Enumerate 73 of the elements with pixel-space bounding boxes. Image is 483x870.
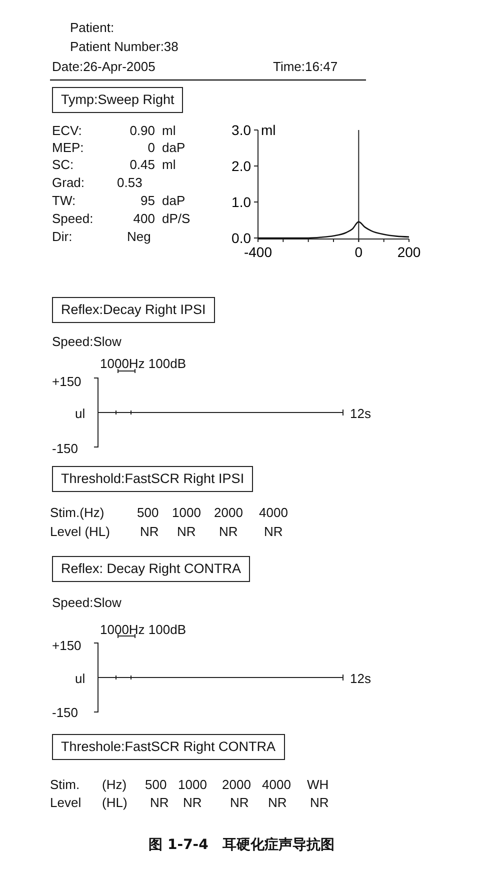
axis-label: +150 bbox=[52, 374, 82, 389]
table-value: NR bbox=[150, 795, 169, 810]
table-value: 1000 bbox=[172, 505, 201, 520]
table-value: 1000 bbox=[178, 777, 207, 792]
axis-label: +150 bbox=[52, 638, 82, 653]
axis-label: -150 bbox=[52, 705, 78, 720]
field-value: 0.45 bbox=[130, 157, 155, 172]
table-value: NR bbox=[264, 524, 283, 539]
axis-label: 12s bbox=[350, 671, 371, 686]
table-value: NR bbox=[177, 524, 196, 539]
axis-label: ul bbox=[75, 406, 86, 421]
field-label: MEP: bbox=[52, 140, 84, 155]
tick-label: 0 bbox=[354, 244, 363, 260]
tick-label: 0.0 bbox=[232, 230, 251, 246]
field-label: Patient Number:38 bbox=[70, 39, 178, 54]
row-header: (Hz) bbox=[102, 777, 127, 792]
table-value: NR bbox=[219, 524, 238, 539]
table-value: 4000 bbox=[262, 777, 291, 792]
field-label: Patient: bbox=[70, 20, 114, 35]
field-label: Grad: bbox=[52, 175, 85, 190]
stimulus-label: 1000Hz 100dB bbox=[100, 622, 186, 637]
field-value: 0.90 bbox=[130, 123, 155, 138]
row-header: Stim.(Hz) bbox=[50, 505, 104, 520]
section-header-box: Reflex: Decay Right CONTRA bbox=[52, 556, 250, 582]
axis-label: ul bbox=[75, 671, 86, 686]
unit-label: dP/S bbox=[162, 211, 190, 226]
table-value: WH bbox=[307, 777, 329, 792]
field-value: 400 bbox=[133, 211, 155, 226]
axis-label: 12s bbox=[350, 406, 371, 421]
unit-label: ml bbox=[162, 123, 176, 138]
field-label: Time:16:47 bbox=[273, 59, 338, 74]
figure-caption: 图 1-7-4 耳硬化症声导抗图 bbox=[148, 836, 336, 854]
row-header: Level bbox=[50, 795, 82, 810]
table-value: 500 bbox=[145, 777, 167, 792]
unit-label: daP bbox=[162, 193, 186, 208]
table-value: 2000 bbox=[214, 505, 243, 520]
field-value: 95 bbox=[140, 193, 155, 208]
field-label: Date:26-Apr-2005 bbox=[52, 59, 156, 74]
section-header-box: Reflex:Decay Right IPSI bbox=[52, 297, 215, 323]
section-header-box: Tymp:Sweep Right bbox=[52, 87, 184, 113]
axis-label: -150 bbox=[52, 441, 78, 456]
unit-label: daP bbox=[162, 140, 186, 155]
field-value: 0.53 bbox=[117, 175, 142, 190]
table-value: NR bbox=[140, 524, 159, 539]
tick-label: 3.0 bbox=[232, 122, 251, 138]
tick-label: 1.0 bbox=[232, 194, 251, 210]
table-value: NR bbox=[183, 795, 202, 810]
field-label: Speed: bbox=[52, 211, 94, 226]
tick-label: 200 bbox=[397, 244, 421, 260]
table-value: NR bbox=[230, 795, 249, 810]
unit-label: ml bbox=[162, 157, 176, 172]
field-label: SC: bbox=[52, 157, 74, 172]
table-value: NR bbox=[268, 795, 287, 810]
field-label: Speed:Slow bbox=[52, 334, 122, 349]
section-header-box: Threshold:FastSCR Right IPSI bbox=[52, 466, 254, 492]
table-value: NR bbox=[310, 795, 329, 810]
tick-label: 2.0 bbox=[232, 158, 251, 174]
table-value: 2000 bbox=[222, 777, 251, 792]
field-label: ECV: bbox=[52, 123, 82, 138]
table-value: 500 bbox=[137, 505, 159, 520]
field-label: Speed:Slow bbox=[52, 595, 122, 610]
row-header: Stim. bbox=[50, 777, 80, 792]
row-header: Level (HL) bbox=[50, 524, 110, 539]
tick-label: -400 bbox=[244, 244, 272, 260]
field-label: Dir: bbox=[52, 229, 72, 244]
field-label: TW: bbox=[52, 193, 76, 208]
stimulus-label: 1000Hz 100dB bbox=[100, 356, 186, 371]
table-value: 4000 bbox=[259, 505, 288, 520]
section-header-box: Threshole:FastSCR Right CONTRA bbox=[52, 734, 285, 760]
axis-title: ml bbox=[261, 122, 276, 138]
field-value: 0 bbox=[148, 140, 155, 155]
field-value: Neg bbox=[127, 229, 151, 244]
row-header: (HL) bbox=[102, 795, 128, 810]
